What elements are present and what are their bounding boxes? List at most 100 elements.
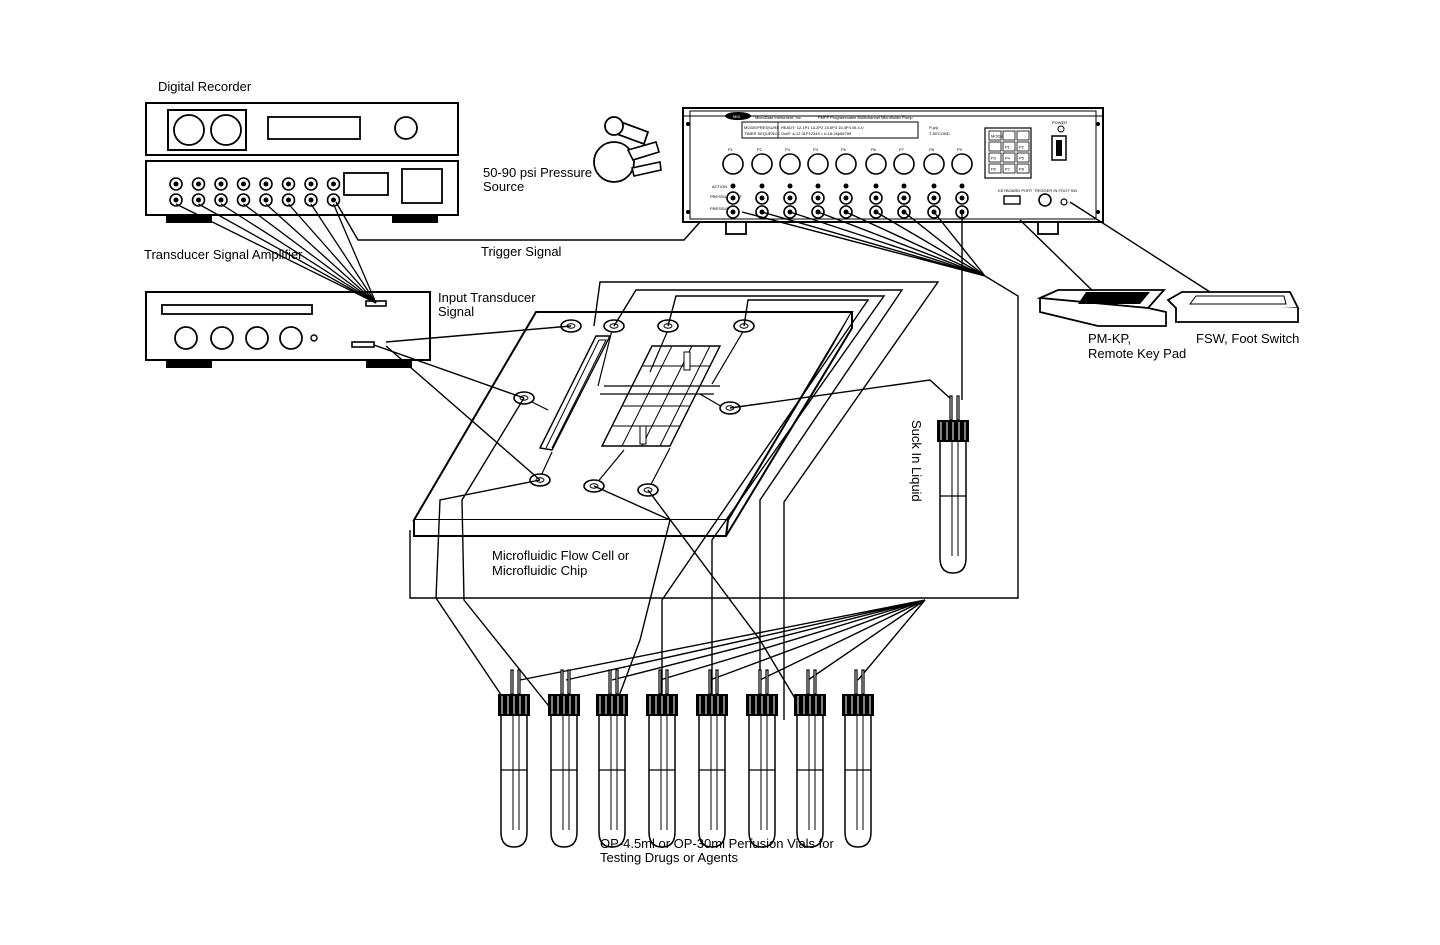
pump-power-label: POWER xyxy=(1052,120,1067,125)
pump-keypad-key-label: P2 xyxy=(1019,145,1025,150)
perfusion-vial xyxy=(497,669,531,848)
pump-pressure-in-port xyxy=(726,205,740,219)
perfusion-vial xyxy=(547,669,581,848)
pump-keypad-key xyxy=(988,141,1002,152)
amp-cable xyxy=(175,203,377,304)
amplifier-cables xyxy=(175,203,377,304)
flow-cell-label-2: Microfluidic Chip xyxy=(492,563,587,578)
pump-timer-label: TIMER SEQUENCE xyxy=(744,131,780,136)
amp-jack-top xyxy=(214,177,228,191)
keypad-label-1: PM-KP, xyxy=(1088,331,1131,346)
perfusion-vial xyxy=(645,669,679,848)
pump-action-led xyxy=(787,183,793,189)
pump-channel-label: P4 xyxy=(813,147,819,152)
remote-keypad xyxy=(1036,289,1167,327)
pump-keypad-key-label: P5 xyxy=(1019,156,1025,161)
pump-channel-label: P6 xyxy=(871,147,877,152)
pump-pressure-out-port xyxy=(726,191,740,205)
vials-label-2: Testing Drugs or Agents xyxy=(600,850,739,865)
pump-text: MDI MicroData Instrument, Inc. PMFP Prog… xyxy=(710,114,1077,211)
pump-pressure-out-port xyxy=(869,191,883,205)
pump-keypad-key-label: P7 xyxy=(1005,167,1011,172)
keypad-cable xyxy=(1019,219,1101,299)
trigger-signal-label: Trigger Signal xyxy=(481,244,562,259)
pump-channel-label: P7 xyxy=(899,147,905,152)
pump-keypad-key xyxy=(988,130,1002,141)
pump-keypad-key-label: P6 xyxy=(991,167,997,172)
pump-pressure-out-port xyxy=(927,191,941,205)
suck-in-vial xyxy=(936,395,970,574)
pump-action-led xyxy=(901,183,907,189)
pump-action-led xyxy=(730,183,736,189)
tubing-network xyxy=(373,211,1019,721)
vials-label-1: OP-4.5ml or OP-30ml Perfusion Vials for xyxy=(600,836,835,851)
pump-channel-label: P3 xyxy=(785,147,791,152)
pump-unit-line-1: P-psi xyxy=(929,125,938,130)
pump-display-line-2: OutP: a-12.31P12349 > b-16.26p56789 xyxy=(781,131,852,136)
amp-jack-top xyxy=(304,177,318,191)
pump-maker: MicroData Instrument, Inc. xyxy=(755,115,802,120)
pump-pressure-out-port xyxy=(755,191,769,205)
pressure-source xyxy=(593,116,662,183)
pump-channel-knob xyxy=(923,153,945,175)
pump-channel-knob xyxy=(779,153,801,175)
pump-pressure-out-port xyxy=(783,191,797,205)
pump-keypad-key-label: MODE xyxy=(991,134,1003,139)
perfusion-vial xyxy=(841,669,875,848)
amp-cable xyxy=(220,203,377,304)
pump-action-led xyxy=(959,183,965,189)
input-transducer-label-2: Signal xyxy=(438,304,474,319)
pump-channel-knob xyxy=(893,153,915,175)
transducer-amplifier-label: Transducer Signal Amplifier xyxy=(144,247,303,262)
amp-jack-top xyxy=(259,177,273,191)
foot-switch xyxy=(1166,291,1300,323)
keypad-label-2: Remote Key Pad xyxy=(1088,346,1186,361)
footswitch-label: FSW, Foot Switch xyxy=(1196,331,1299,346)
amp-cable xyxy=(198,203,377,304)
pressure-source-label-1: 50-90 psi Pressure xyxy=(483,165,592,180)
pump-channel-knob xyxy=(951,153,973,175)
flow-cell-label-1: Microfluidic Flow Cell or xyxy=(492,548,630,563)
pump-action-led xyxy=(931,183,937,189)
amp-cable xyxy=(265,203,377,304)
pressure-source-label-2: Source xyxy=(483,179,524,194)
pump-keypad-key xyxy=(1002,163,1016,174)
pump-keypad-key xyxy=(1002,130,1016,141)
pump-keypad-key xyxy=(1016,130,1030,141)
pump-action-led xyxy=(759,183,765,189)
pump-keypad-key xyxy=(1016,152,1030,163)
amp-jack-top xyxy=(191,177,206,191)
amp-jack-top xyxy=(236,177,251,191)
pump-channel-label: P8 xyxy=(929,147,935,152)
amp-jack-top xyxy=(169,177,183,191)
pump-keypad-key-label: P4 xyxy=(1005,156,1011,161)
pump-unit-line-2: T-SECOND xyxy=(929,131,950,136)
pump-keypad-key xyxy=(1016,141,1030,152)
input-transducer-label-1: Input Transducer xyxy=(438,290,536,305)
pump-display-line-1: READY: 12.1P1 13.2P2 15.6P3 15.4P4 05.4-… xyxy=(781,125,864,130)
amp-cable xyxy=(332,203,377,304)
pump-row-label-action: ACTION xyxy=(712,184,727,189)
perfusion-vials xyxy=(497,669,875,848)
pump-channel-label: P9 xyxy=(957,147,963,152)
perfusion-vial xyxy=(793,669,827,848)
pump-channel-knob xyxy=(751,153,773,175)
amp-cable xyxy=(243,203,377,304)
pump-mode-label: MODE/PRESSURE xyxy=(744,125,779,130)
pump-row-label-pressure-in: PRESSURE IN xyxy=(710,206,737,211)
pump-row-label-pressure-out: PRESSURE OUT xyxy=(710,194,742,199)
pump-pressure-out-port xyxy=(811,191,825,205)
pump-pressure-out-port xyxy=(839,191,853,205)
amp-cable xyxy=(288,203,377,304)
pump-channel-knob xyxy=(865,153,887,175)
pump-action-led xyxy=(815,183,821,189)
trigger-signal-wire xyxy=(335,201,701,241)
perfusion-vial xyxy=(695,669,729,848)
pump-keypad-key-label: P3 xyxy=(991,156,997,161)
pump-channel-label: P2 xyxy=(757,147,763,152)
pump-channel-label: P1 xyxy=(728,147,734,152)
pump-model: PMFP Programmable Multichannel Microflui… xyxy=(818,115,913,120)
input-transducer xyxy=(145,291,431,368)
